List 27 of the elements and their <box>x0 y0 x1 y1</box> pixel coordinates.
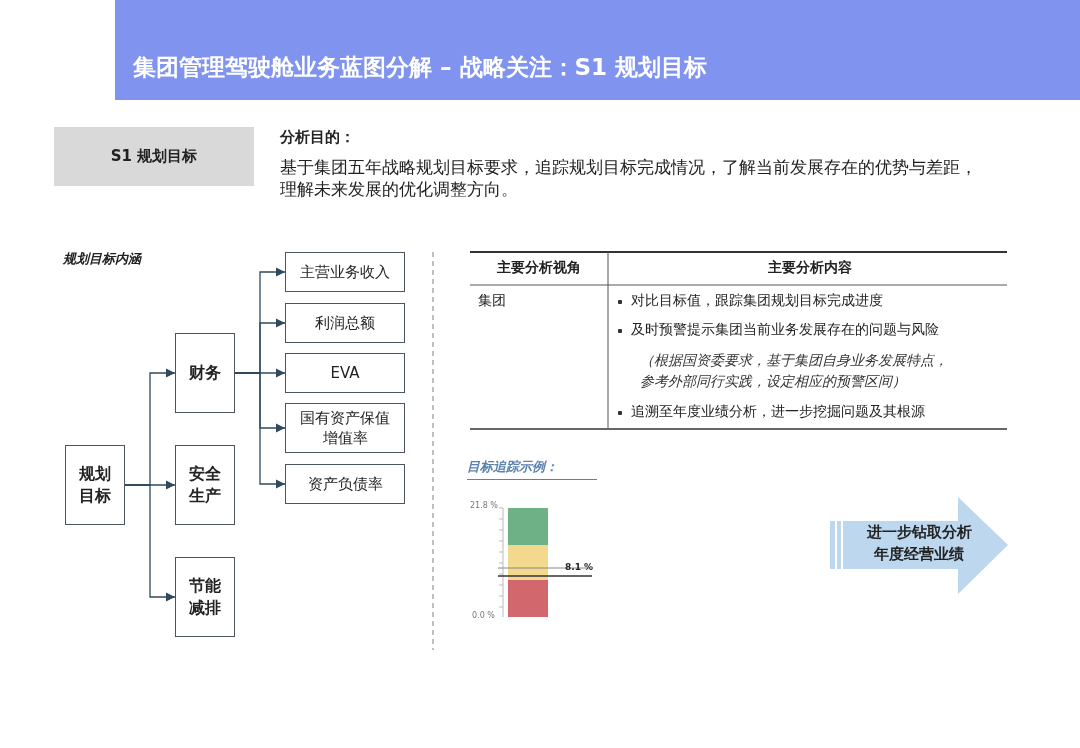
note-text: （根据国资委要求，基于集团自身业务发展特点，参考外部同行实践，设定相应的预警区间） <box>640 351 949 391</box>
metric-box: 资产负债率 <box>285 464 405 504</box>
metric-box: 国有资产保值增值率 <box>285 403 405 453</box>
table-cell-text: 集团 <box>478 292 507 310</box>
section-heading: 分析目的： <box>280 128 356 148</box>
table-header: 主要分析视角 <box>496 259 582 277</box>
description-text: 基于集团五年战略规划目标要求，追踪规划目标完成情况，了解当前发展存在的优势与差距，理解未来发展的优化调整方向。 <box>280 156 978 201</box>
table-header: 主要分析内容 <box>767 259 853 277</box>
connector-arrow <box>124 484 176 602</box>
metric-box: EVA <box>285 353 405 393</box>
tree-heading: 规划目标内涵 <box>63 250 143 268</box>
axis-label: 21.8 % <box>470 501 499 512</box>
category-box: 财务 <box>175 333 235 413</box>
category-box: 节能减排 <box>175 557 235 637</box>
callout-arrow <box>830 497 1008 594</box>
metric-box: 利润总额 <box>285 303 405 343</box>
category-box: 安全生产 <box>175 445 235 525</box>
metric-box: 主营业务收入 <box>285 252 405 292</box>
section-tab: S1 规划目标 <box>54 127 254 186</box>
connector-arrow <box>234 372 286 489</box>
axis-label: 0.0 % <box>472 611 496 622</box>
goal-box: 规划目标 <box>65 445 125 525</box>
arrow-text: 进一步钻取分析 <box>865 523 973 542</box>
page-title: 集团管理驾驶舱业务蓝图分解 – 战略关注：S1 规划目标 <box>133 53 709 82</box>
value-label: 8.1 % <box>565 562 595 574</box>
example-heading: 目标追踪示例： <box>467 458 597 480</box>
arrow-text: 年度经营业绩 <box>873 545 965 564</box>
